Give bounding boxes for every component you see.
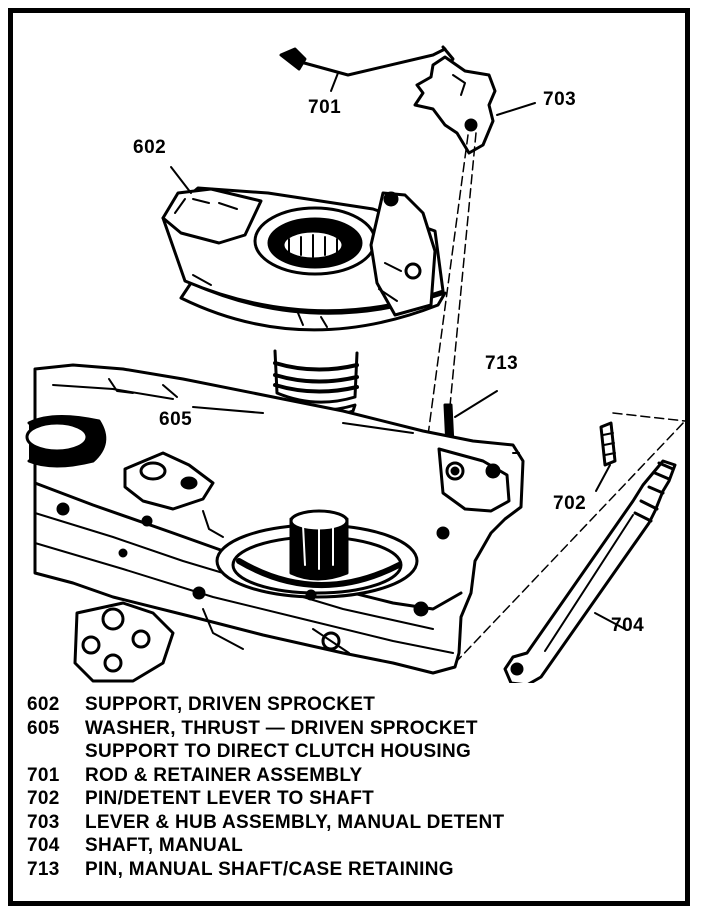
callout-605: 605 <box>159 409 193 430</box>
legend-number: 704 <box>27 835 60 856</box>
leader-lines <box>170 166 520 454</box>
transmission-case <box>25 363 525 683</box>
callout-702: 702 <box>553 493 587 514</box>
legend-description: ROD & RETAINER ASSEMBLY <box>85 764 363 786</box>
exploded-view-drawing <box>25 45 685 683</box>
legend-item: 605 WASHER, THRUST — DRIVEN SPROCKET <box>27 717 677 741</box>
legend-description: WASHER, THRUST — DRIVEN SPROCKET <box>85 717 478 739</box>
legend-description: SUPPORT, DRIVEN SPROCKET <box>85 694 376 715</box>
legend-item: 704 SHAFT, MANUAL <box>27 834 677 858</box>
manual-shaft-704 <box>503 459 677 683</box>
legend-description: PIN, MANUAL SHAFT/CASE RETAINING <box>85 858 454 880</box>
legend-number: 702 <box>27 788 60 809</box>
legend-description: SHAFT, MANUAL <box>85 835 243 856</box>
rod-retainer-assembly-701 <box>279 45 455 92</box>
legend-item: 701 ROD & RETAINER ASSEMBLY <box>27 764 677 788</box>
legend-item: 602 SUPPORT, DRIVEN SPROCKET <box>27 693 677 717</box>
legend-item: 702 PIN/DETENT LEVER TO SHAFT <box>27 787 677 811</box>
legend-description: LEVER & HUB ASSEMBLY, MANUAL DETENT <box>85 811 505 833</box>
callout-701: 701 <box>308 97 342 118</box>
legend-number: 605 <box>27 717 60 739</box>
legend-description: PIN/DETENT LEVER TO SHAFT <box>85 788 375 809</box>
detent-lever-pin-702 <box>595 421 617 492</box>
driven-sprocket-support-602 <box>161 186 447 420</box>
callout-704: 704 <box>611 615 645 636</box>
lever-hub-assembly-703 <box>413 55 536 155</box>
legend-number: 602 <box>27 694 60 715</box>
legend-description-continuation: SUPPORT TO DIRECT CLUTCH HOUSING <box>85 741 472 762</box>
legend-number: 703 <box>27 811 60 833</box>
callout-713: 713 <box>485 353 519 374</box>
callout-703: 703 <box>543 89 577 110</box>
callout-602: 602 <box>133 137 167 158</box>
legend-number: 701 <box>27 764 60 786</box>
parts-legend: 602 SUPPORT, DRIVEN SPROCKET 605 WASHER,… <box>27 693 677 881</box>
diagram-frame: 701 703 602 713 605 702 704 602 SUPPORT,… <box>8 8 690 906</box>
legend-item: 703 LEVER & HUB ASSEMBLY, MANUAL DETENT <box>27 811 677 835</box>
legend-number: 713 <box>27 858 60 880</box>
legend-item: 713 PIN, MANUAL SHAFT/CASE RETAINING <box>27 858 677 882</box>
